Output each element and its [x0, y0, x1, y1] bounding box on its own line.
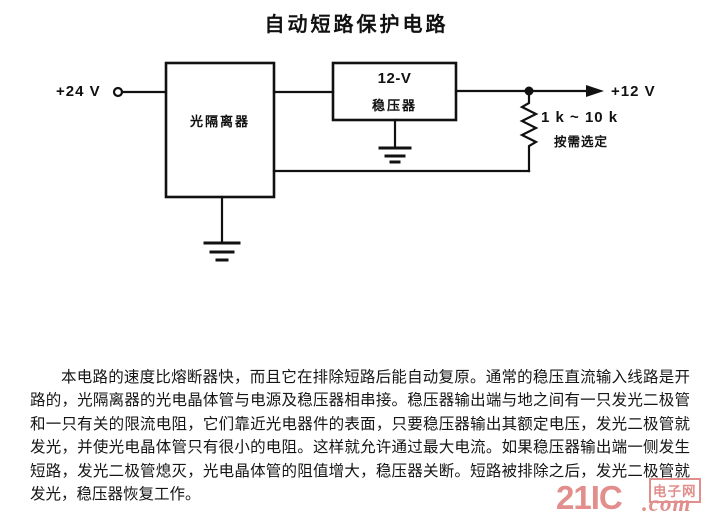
- page-title: 自动短路保护电路: [264, 14, 449, 36]
- junction-dot: [524, 86, 534, 96]
- input-terminal-icon: [112, 86, 124, 98]
- circuit-description: 本电路的速度比熔断器快，而且它在排除短路后能自动复原。通常的稳压直流输入线路是开…: [30, 369, 690, 504]
- watermark-domain-suffix: .com: [642, 491, 692, 516]
- resistor-symbol: [519, 93, 539, 173]
- ground-symbol-regulator: [378, 146, 412, 164]
- arrowhead-icon: [586, 85, 604, 97]
- optoisolator-label: 光隔离器: [189, 114, 250, 129]
- input-voltage-label: +24 V: [56, 83, 101, 100]
- optoisolator-box: [164, 61, 276, 199]
- resistor-note-label: 按需选定: [554, 135, 609, 149]
- output-voltage-label: +12 V: [611, 83, 656, 100]
- regulator-label-line2: 稳压器: [371, 98, 417, 113]
- watermark-logo: 21IC: [556, 479, 623, 516]
- site-watermark: 21IC 电子网 .com: [556, 478, 713, 522]
- resistor-range-label: 1 k ~ 10 k: [541, 109, 619, 126]
- circuit-schematic: [112, 61, 604, 262]
- regulator-label-line1: 12-V: [377, 70, 412, 87]
- ground-symbol-isolator: [203, 241, 241, 262]
- watermark-site-label: 电子网: [649, 478, 701, 503]
